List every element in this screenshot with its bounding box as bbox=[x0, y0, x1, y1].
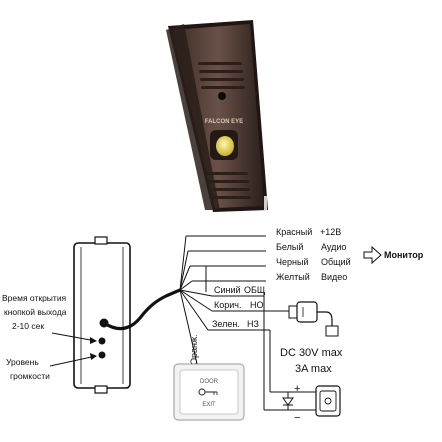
minus-sign: − bbox=[294, 412, 300, 424]
volume-line1: Уровень bbox=[6, 357, 39, 367]
key-icon bbox=[198, 388, 218, 396]
plus-sign: + bbox=[294, 383, 300, 395]
exit-time-line3: 2-10 сек bbox=[12, 321, 44, 331]
power-spec: DC 30V max 3A max bbox=[280, 347, 343, 375]
wire-function-green: НЗ bbox=[247, 319, 259, 329]
wire-labels: Красный +12В Белый Аудио Черный Общий Же… bbox=[189, 227, 351, 365]
monitor-label: Монитор bbox=[384, 250, 424, 260]
wire-color-green: Зелен. bbox=[212, 319, 240, 329]
wire-function-white: Аудио bbox=[321, 242, 346, 252]
exit-time-line2: кнопкой выхода bbox=[4, 307, 67, 317]
exit-time-line1: Время открытия bbox=[2, 293, 67, 303]
wire-function-black: Общий bbox=[321, 257, 351, 267]
volume-trimmer bbox=[98, 351, 106, 359]
volume-annotation: Уровень громкости bbox=[6, 353, 97, 381]
panel-cable bbox=[103, 288, 181, 331]
wire-color-yellow: Желтый bbox=[276, 272, 310, 282]
camera-lens bbox=[218, 92, 226, 100]
panel-back-view bbox=[73, 236, 131, 394]
wire-color-blue: Синий bbox=[214, 285, 241, 295]
volume-line2: громкости bbox=[10, 371, 50, 381]
call-button bbox=[210, 130, 238, 160]
electric-lock: + − bbox=[282, 383, 341, 424]
power-adapter bbox=[288, 301, 339, 337]
wire-color-red: Красный bbox=[276, 227, 312, 237]
exit-button-bottom-text: EXIT bbox=[202, 402, 216, 408]
wire-color-orange: Оранж. bbox=[189, 334, 199, 365]
monitor-arrow: Монитор bbox=[363, 245, 424, 265]
wire-harness bbox=[179, 235, 316, 411]
exit-time-trimmer bbox=[98, 337, 106, 345]
power-spec-line1: DC 30V max bbox=[280, 347, 343, 359]
speaker-grille bbox=[206, 172, 251, 199]
wire-color-white: Белый bbox=[276, 242, 303, 252]
exit-button: DOOR EXIT bbox=[173, 363, 245, 421]
wire-function-red: +12В bbox=[320, 227, 341, 237]
camera-grille bbox=[198, 62, 245, 89]
wire-function-yellow: Видео bbox=[321, 272, 347, 282]
exit-time-annotation: Время открытия кнопкой выхода 2-10 сек bbox=[2, 293, 97, 344]
wire-function-brown: НО bbox=[250, 300, 264, 310]
exit-button-top-text: DOOR bbox=[200, 379, 219, 385]
wire-color-brown: Корич. bbox=[214, 300, 241, 310]
call-panel: FALCON EYE bbox=[166, 20, 268, 212]
wire-function-blue: ОБЩ bbox=[244, 285, 266, 295]
power-spec-line2: 3A max bbox=[295, 363, 332, 375]
wire-color-black: Черный bbox=[276, 257, 308, 267]
panel-brand-logo: FALCON EYE bbox=[205, 119, 243, 125]
